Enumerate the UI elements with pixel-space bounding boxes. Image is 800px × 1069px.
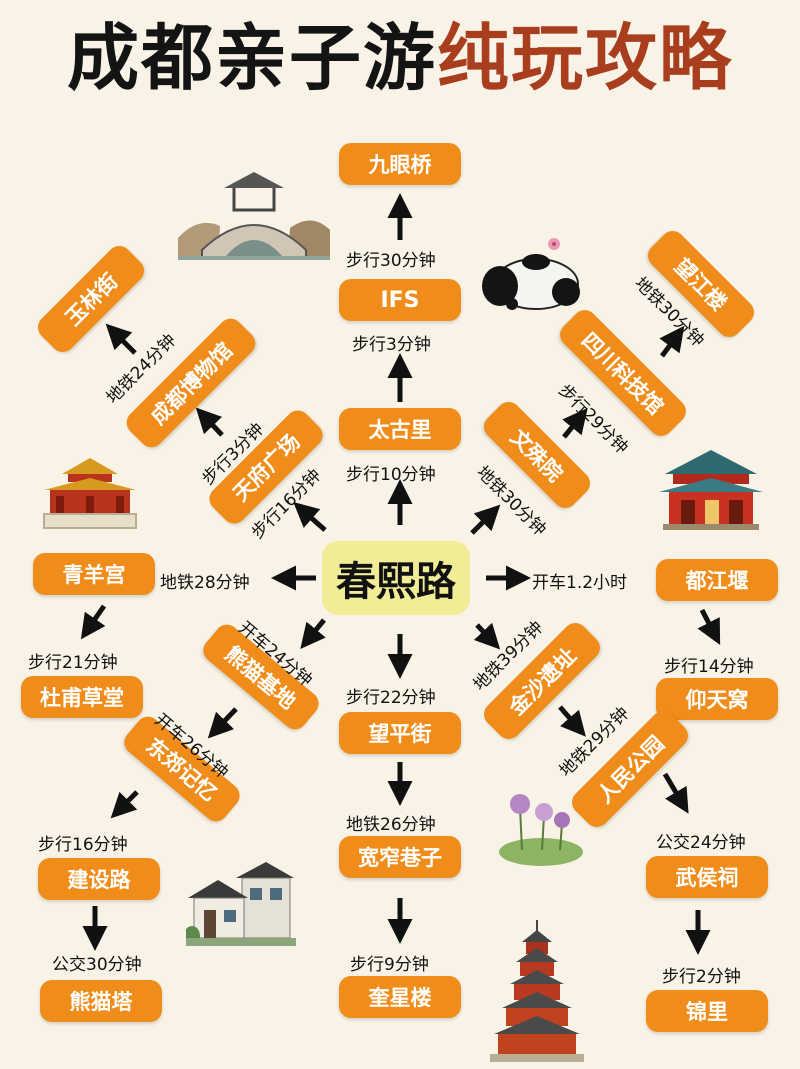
label-dongjiao-to-jianshe: 步行16分钟 (38, 835, 128, 855)
hub-chunxilu[interactable]: 春熙路 (322, 541, 470, 615)
arrow-wenshu-to-sci (562, 408, 588, 439)
arrow-sci-to-wangjianglou (659, 325, 685, 358)
title-part-1: 成都亲子游 (66, 16, 437, 100)
arrow-center-to-wenshu (470, 504, 501, 535)
arrow-dujiangyan-to-yangtianwo (697, 608, 721, 645)
arrow-panda-to-dongjiao (207, 707, 238, 739)
label-jianshe-to-tower: 公交30分钟 (52, 955, 142, 975)
node-jinli[interactable]: 锦里 (646, 990, 768, 1032)
label-dujiangyan-to-yangtianwo: 步行14分钟 (664, 657, 754, 677)
node-kuixinglou[interactable]: 奎星楼 (339, 976, 461, 1018)
node-jiuyanqiao[interactable]: 九眼桥 (339, 143, 461, 185)
houses-icon (186, 862, 296, 946)
node-taiguli[interactable]: 太古里 (339, 408, 461, 450)
arrow-jinsha-to-park (558, 705, 586, 737)
label-center-to-dujiangyan: 开车1.2小时 (532, 573, 628, 593)
palace-icon (43, 458, 137, 529)
label-wuhou-to-jinli: 步行2分钟 (662, 967, 741, 987)
label-kuanzhai-to-kuixing: 步行9分钟 (350, 955, 429, 975)
arrow-museum-to-yulinjie (105, 323, 137, 355)
flowers-icon (499, 794, 583, 866)
arrow-center-to-jinsha (473, 622, 501, 650)
node-jianshelu[interactable]: 建设路 (38, 858, 160, 900)
node-wangpingjie[interactable]: 望平街 (339, 712, 461, 754)
panda-icon (482, 238, 580, 310)
node-dujiangyan[interactable]: 都江堰 (656, 559, 778, 601)
label-center-to-taiguli: 步行10分钟 (346, 465, 436, 485)
node-yangtianwo[interactable]: 仰天窝 (656, 678, 778, 720)
arrow-dongjiao-to-jianshe (110, 790, 139, 819)
label-center-to-qingyang: 地铁28分钟 (160, 573, 250, 593)
label-park-to-wuhou: 公交24分钟 (656, 833, 746, 853)
node-panda-tower[interactable]: 熊猫塔 (40, 980, 162, 1022)
red-temple-icon (659, 450, 763, 530)
label-wangping-to-kuanzhai: 地铁26分钟 (346, 815, 436, 835)
node-ifs[interactable]: IFS (339, 279, 461, 321)
node-qingyanggong[interactable]: 青羊宫 (33, 553, 155, 595)
label-center-to-wangping: 步行22分钟 (346, 688, 436, 708)
page-title: 成都亲子游纯玩攻略 (0, 22, 800, 94)
node-kuanzhai-alley[interactable]: 宽窄巷子 (339, 836, 461, 878)
arrow-qingyang-to-caotang (80, 604, 107, 640)
arrow-center-to-square (293, 502, 327, 532)
arrow-square-to-museum (195, 407, 224, 437)
label-ifs-to-jiuyanqiao: 步行30分钟 (346, 251, 436, 271)
label-qingyang-to-caotang: 步行21分钟 (28, 653, 118, 673)
arrow-center-to-panda (300, 618, 326, 649)
bridge-pavilion-icon (178, 172, 330, 260)
label-taiguli-to-ifs: 步行3分钟 (352, 335, 431, 355)
pagoda-icon (490, 920, 584, 1062)
arrow-park-to-wuhou (662, 772, 689, 814)
node-dufu-caotang[interactable]: 杜甫草堂 (21, 676, 143, 718)
node-wuhouci[interactable]: 武侯祠 (646, 856, 768, 898)
title-part-2: 纯玩攻略 (437, 16, 734, 100)
